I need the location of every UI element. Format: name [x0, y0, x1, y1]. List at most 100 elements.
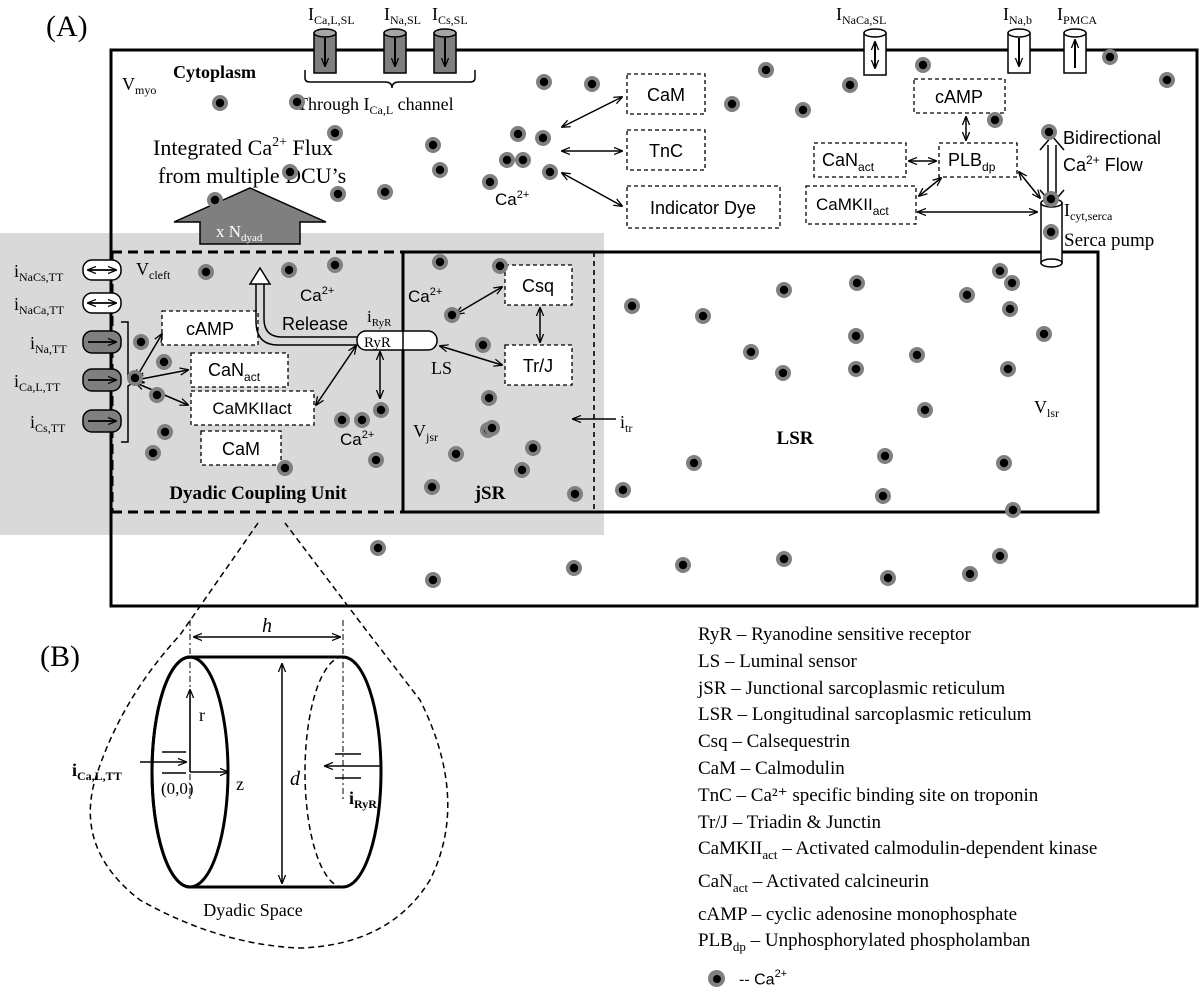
- dcu-cam-box: [200, 430, 282, 466]
- calcium-ion: [686, 455, 702, 471]
- dcu-can-label: CaNact: [208, 360, 261, 384]
- legend-item: LSR – Longitudinal sarcoplasmic reticulu…: [698, 702, 1193, 729]
- calcium-ion: [695, 308, 711, 324]
- i-cal-tt-label: iCa,L,TT: [14, 371, 61, 394]
- indicator-dye-box: [626, 185, 781, 229]
- legend-description: – Ryanodine sensitive receptor: [732, 624, 971, 645]
- calcium-ion: [542, 164, 558, 180]
- i-na-tt-label: iNa,TT: [30, 333, 67, 356]
- calcium-ion: [849, 275, 865, 291]
- arrow-plb-serca: [1019, 172, 1040, 198]
- calcium-ion: [425, 137, 441, 153]
- calcium-ion: [915, 57, 931, 73]
- calcium-ion: [842, 77, 858, 93]
- legend-item-calcium: -- Ca2+: [698, 961, 1193, 994]
- calcium-ion: [992, 263, 1008, 279]
- origin-label: (0,0): [161, 779, 194, 798]
- calcium-ion: [492, 258, 508, 274]
- calcium-ion: [917, 402, 933, 418]
- i-tr-label: itr: [620, 412, 632, 435]
- legend-term: TnC: [698, 784, 732, 806]
- tt-channel-nacs: [82, 259, 122, 281]
- legend-item: CaNact – Activated calcineurin: [698, 869, 1193, 902]
- calcium-ion: [432, 254, 448, 270]
- legend-description: – Unphosphorylated phospholamban: [745, 930, 1031, 952]
- tt-channel-cs: [82, 409, 122, 433]
- legend-description: – Activated calmodulin-dependent kinase: [777, 838, 1098, 860]
- calcium-ion: [198, 264, 214, 280]
- i-ca-l-sl-label: ICa,L,SL: [308, 4, 355, 27]
- cytoplasm-title: Cytoplasm: [173, 62, 256, 82]
- panel-a-label: (A): [46, 10, 88, 43]
- calcium-ion: [1041, 124, 1057, 140]
- dcu-title: Dyadic Coupling Unit: [169, 483, 347, 504]
- calcium-ion: [776, 282, 792, 298]
- calcium-ion: [525, 440, 541, 456]
- arrow-tt-can: [136, 370, 188, 380]
- arrow-camkii-plb: [919, 178, 941, 196]
- calcium-ion-icon: [708, 970, 725, 988]
- calcium-ion: [515, 152, 531, 168]
- i-ryr-label: iRyR: [367, 307, 392, 329]
- release-arrow-head: [248, 266, 272, 285]
- i-nacs-tt-label: iNaCs,TT: [14, 261, 64, 284]
- tt-channel-cal: [82, 368, 122, 392]
- integrated-flux-line1: Integrated Ca2+ Flux: [153, 135, 333, 160]
- legend-term: jSR: [698, 677, 727, 699]
- camp-box-label: cAMP: [935, 87, 983, 107]
- cyto-ca-label: Ca2+: [495, 189, 529, 209]
- release-label: Release: [282, 314, 348, 334]
- v-cleft-label: Vcleft: [136, 259, 171, 282]
- jsr-ca-label: Ca2+: [408, 286, 442, 306]
- calcium-ion: [281, 262, 297, 278]
- release-ca-label: Ca2+: [300, 285, 334, 305]
- calcium-ion: [149, 387, 165, 403]
- sl-channel-nab: [1007, 28, 1031, 74]
- calcium-ion: [996, 455, 1012, 471]
- calcium-ion: [510, 126, 526, 142]
- indicator-dye-label: Indicator Dye: [650, 198, 756, 218]
- cam-box-label: CaM: [647, 85, 685, 105]
- panel-b-label: (B): [40, 640, 80, 673]
- legend-item: CaM – Calmodulin: [698, 756, 1193, 783]
- dcu-camp-box: [161, 310, 259, 346]
- tt-channel-naca: [82, 292, 122, 314]
- calcium-ion: [1102, 49, 1118, 65]
- legend-item: Tr/J – Triadin & Junctin: [698, 810, 1193, 837]
- calcium-ion: [481, 390, 497, 406]
- legend-item: LS – Luminal sensor: [698, 649, 1193, 676]
- calcium-ion: [724, 96, 740, 112]
- calcium-ion: [330, 186, 346, 202]
- calcium-ion: [277, 460, 293, 476]
- i-naca-sl-label: INaCa,SL: [836, 4, 886, 27]
- dyadic-space-caption: Dyadic Space: [203, 900, 302, 920]
- calcium-ion: [1043, 224, 1059, 240]
- calcium-ion: [327, 125, 343, 141]
- dcu-camp-label: cAMP: [186, 319, 234, 339]
- dcu-camkii-box: [190, 390, 315, 426]
- calcium-ion: [1005, 502, 1021, 518]
- calcium-ion: [354, 412, 370, 428]
- z-label: z: [236, 774, 244, 794]
- calcium-ion: [484, 420, 500, 436]
- tnc-box-label: TnC: [649, 141, 683, 161]
- d-label: d: [290, 768, 301, 790]
- sl-brace: [304, 70, 476, 89]
- calcium-ion: [909, 347, 925, 363]
- calcium-ion: [370, 540, 386, 556]
- calcium-ion: [127, 370, 143, 386]
- legend-item: Csq – Calsequestrin: [698, 729, 1193, 756]
- dcu-can-box: [190, 352, 289, 388]
- i-na-sl-label: INa,SL: [384, 4, 421, 27]
- sl-channel-cs: [433, 28, 457, 74]
- iryr-label: iRyR: [349, 788, 377, 811]
- bidirectional-label-2: Ca2+ Flow: [1063, 153, 1144, 175]
- calcium-ion: [368, 452, 384, 468]
- calcium-ion: [432, 162, 448, 178]
- v-myo-label: Vmyo: [122, 74, 156, 97]
- integrated-flux-line2: from multiple DCU’s: [158, 163, 346, 188]
- can-box: [813, 142, 907, 178]
- camp-box: [913, 78, 1006, 114]
- legend-item: CaMKIIact – Activated calmodulin-depende…: [698, 836, 1193, 869]
- calcium-ion: [675, 557, 691, 573]
